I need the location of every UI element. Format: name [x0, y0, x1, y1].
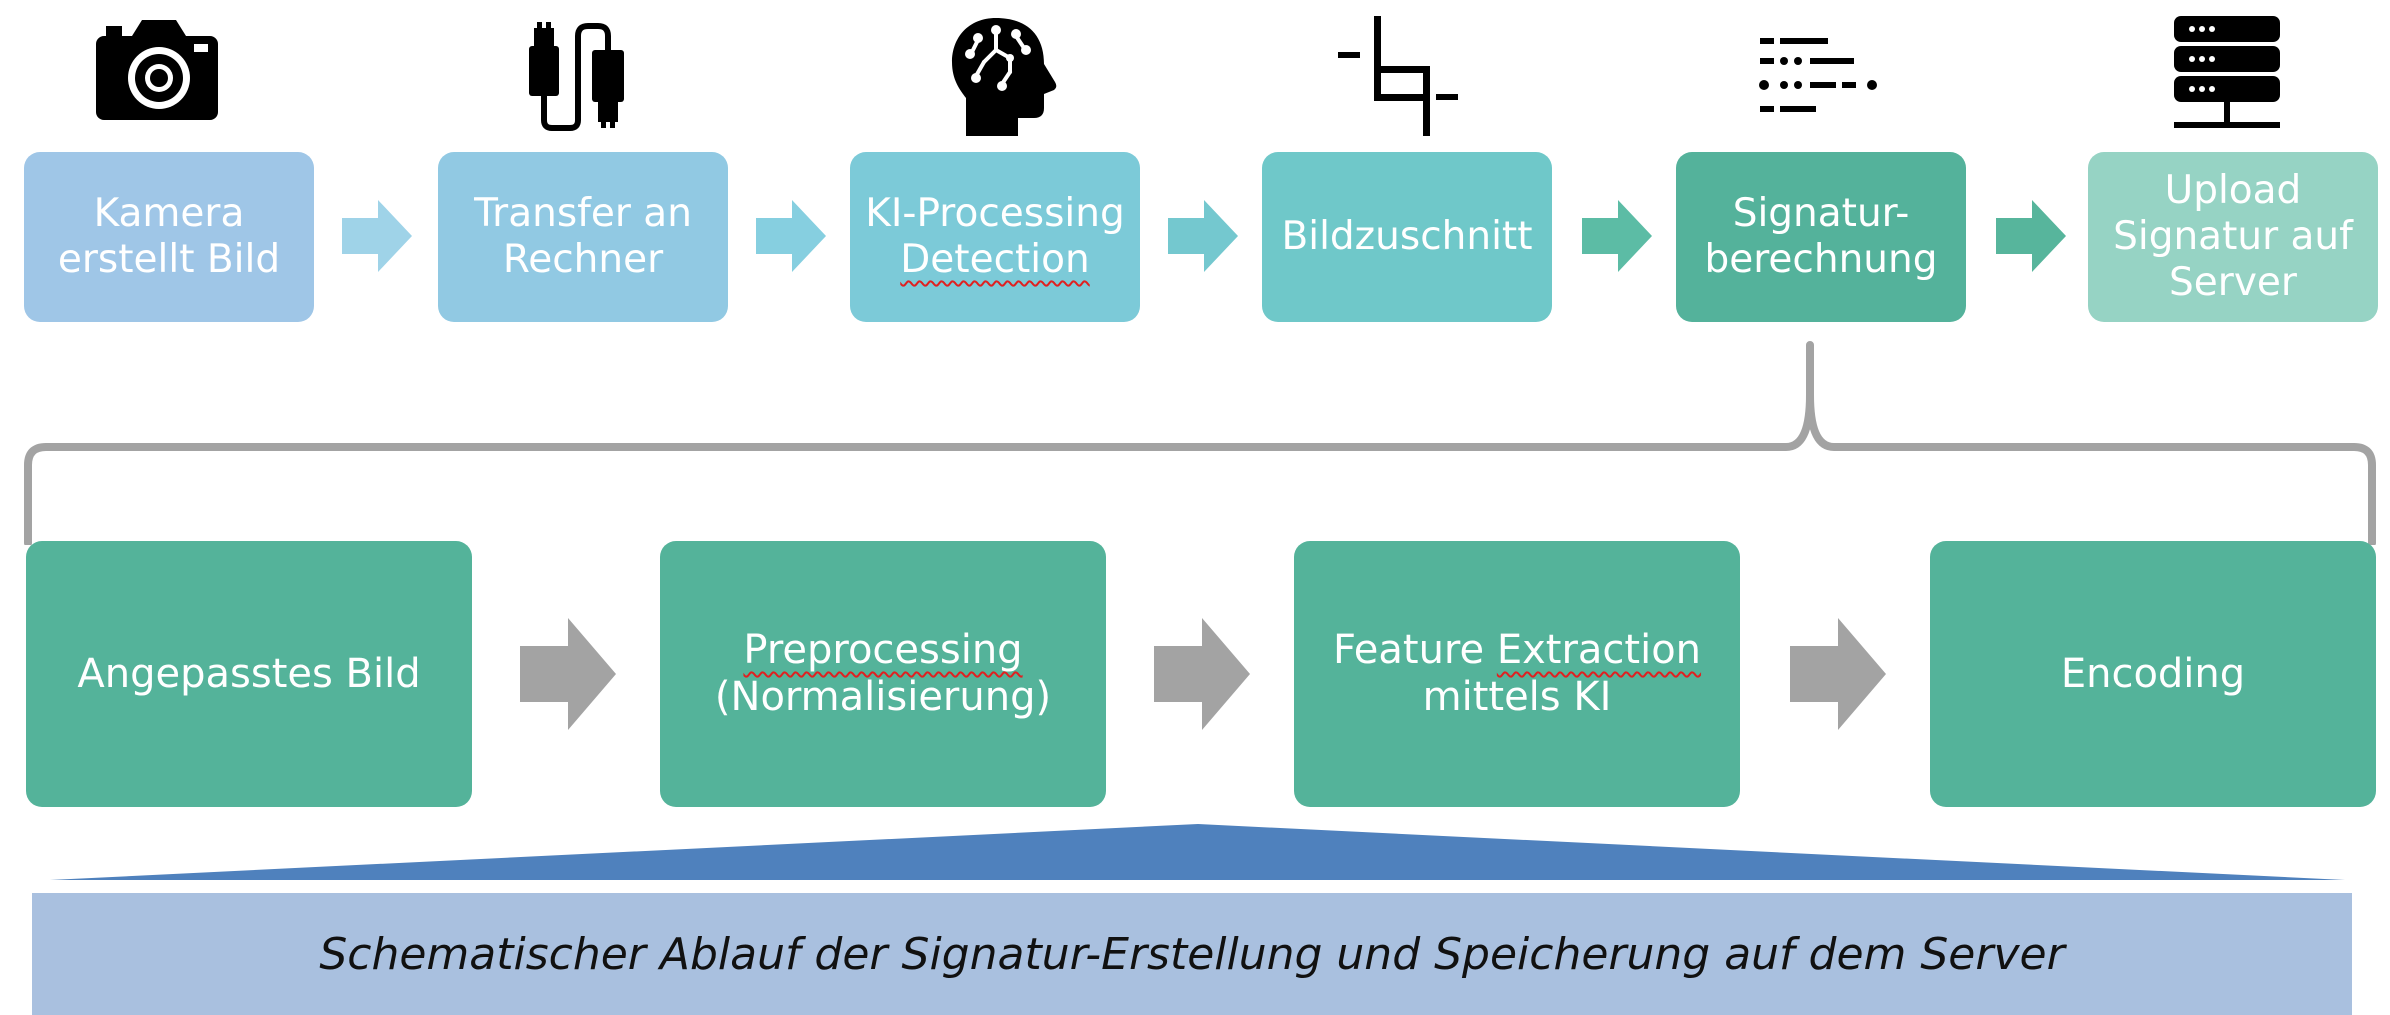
arrow-right-icon: [1154, 618, 1250, 730]
step-label: Bildzuschnitt: [1281, 214, 1533, 259]
caption-text: Schematischer Ablauf der Signatur-Erstel…: [319, 928, 2065, 980]
arrow-right-icon: [342, 200, 412, 272]
ai-brain-icon: [952, 18, 1057, 136]
server-icon: [2174, 16, 2280, 128]
step-kamera: Kamera erstellt Bild: [24, 152, 314, 322]
step-label: Signatur- berechnung: [1704, 191, 1938, 282]
step-signaturberechnung: Signatur- berechnung: [1676, 152, 1966, 322]
detail-preprocessing: Preprocessing (Normalisierung): [660, 541, 1106, 807]
crop-icon: [1338, 16, 1458, 136]
detail-feature-extraction: Feature Extraction mittels KI: [1294, 541, 1740, 807]
step-bildzuschnitt: Bildzuschnitt: [1262, 152, 1552, 322]
detail-label-line1: Feature Extraction: [1333, 627, 1701, 674]
usb-cable-icon: [529, 22, 624, 131]
step-label: Kamera erstellt Bild: [57, 191, 281, 282]
arrow-right-icon: [1996, 200, 2066, 272]
caption-banner: Schematischer Ablauf der Signatur-Erstel…: [32, 893, 2352, 1015]
curly-brace: [24, 341, 2376, 545]
detail-label-underlined: Extraction: [1496, 627, 1702, 673]
step-upload: Upload Signatur auf Server: [2088, 152, 2378, 322]
arrow-right-icon: [520, 618, 616, 730]
arrow-right-icon: [1790, 618, 1886, 730]
signature-code-icon: [1759, 38, 1877, 112]
detail-label: Angepasstes Bild: [77, 650, 421, 697]
step-ki-processing: KI-Processing Detection: [850, 152, 1140, 322]
detail-encoding: Encoding: [1930, 541, 2376, 807]
arrow-right-icon: [1582, 200, 1652, 272]
arrow-right-icon: [1168, 200, 1238, 272]
detail-label: Encoding: [2060, 650, 2246, 697]
step-label-underlined: Detection: [900, 237, 1090, 282]
caption-triangle: [50, 824, 2345, 880]
arrow-right-icon: [756, 200, 826, 272]
detail-label: (Normalisierung): [714, 674, 1052, 720]
camera-icon: [96, 20, 218, 120]
step-label: KI-Processing: [865, 191, 1125, 236]
step-transfer: Transfer an Rechner: [438, 152, 728, 322]
detail-label-b: mittels KI: [1422, 674, 1612, 720]
detail-angepasstes-bild: Angepasstes Bild: [26, 541, 472, 807]
detail-label-underlined: Preprocessing: [743, 627, 1023, 673]
step-label: Upload Signatur auf Server: [2113, 168, 2353, 305]
step-label: Transfer an Rechner: [474, 191, 692, 282]
detail-label-a: Feature: [1332, 627, 1497, 673]
